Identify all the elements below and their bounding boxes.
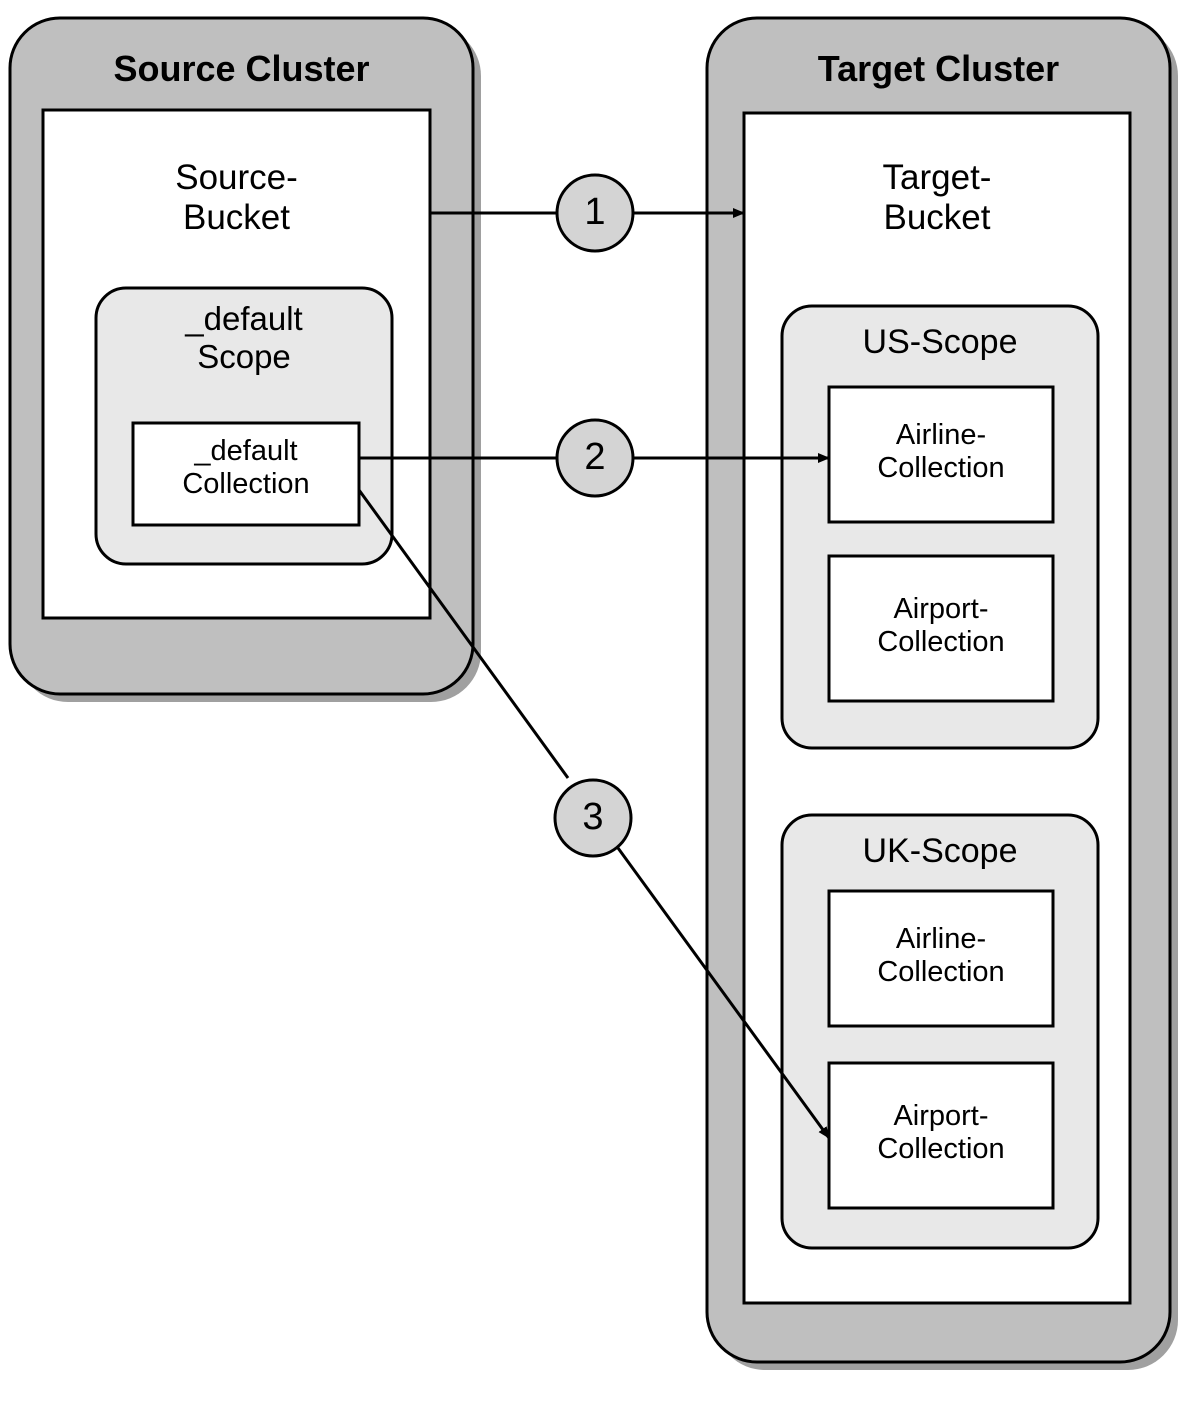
uk-airline-collection-box [827,889,1055,1028]
us-airline-collection-box [827,385,1055,524]
us-airport-collection-box [827,554,1055,703]
uk-airport-collection-box [827,1061,1055,1210]
flow-3-line-lower [616,847,831,1139]
flow-1-badge-circle [555,173,635,253]
flow-3-badge-circle [553,778,633,858]
flow-3-line-upper [357,489,570,779]
target-cluster [705,16,1178,1370]
flow-2-badge-circle [555,418,635,498]
flow-2 [359,418,830,498]
source-cluster [8,16,481,702]
flow-3 [357,489,831,1139]
default-collection-box [131,421,361,527]
flow-1 [430,173,745,253]
